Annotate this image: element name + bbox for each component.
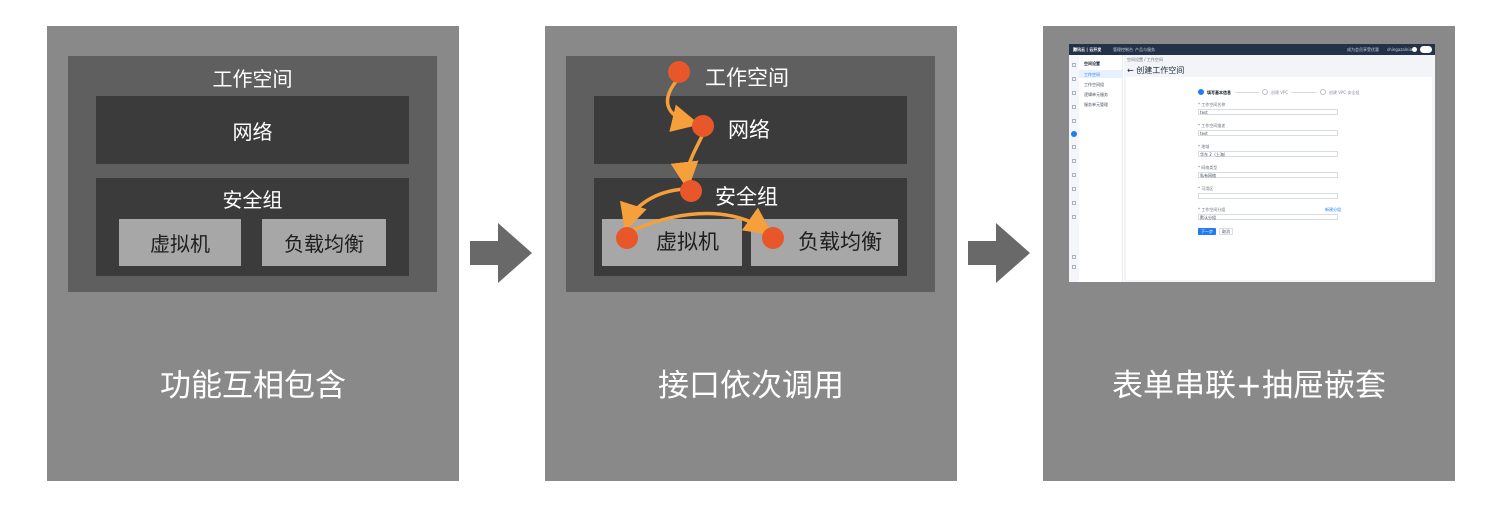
workspace-name-input[interactable] [1198, 109, 1338, 115]
step-1-label: 填写基本信息 [1207, 90, 1231, 95]
vm-box: 虚拟机 [119, 219, 241, 266]
workspace-group-select[interactable] [1198, 214, 1338, 220]
field-label-desc: * 工作空间描述 [1198, 123, 1226, 128]
network-box: 网络 [96, 96, 409, 164]
top-bar [1069, 44, 1435, 55]
security-group-label: 安全组 [715, 185, 778, 209]
flow-arrow [619, 187, 687, 232]
network-label: 网络 [728, 118, 770, 142]
workspace-label: 工作空间 [705, 66, 789, 90]
rail-icon[interactable] [1072, 187, 1076, 191]
field-label-region: * 地域 [1198, 144, 1210, 149]
rail-icon[interactable] [1072, 201, 1076, 205]
step-divider [1235, 92, 1259, 93]
step-2-icon [1262, 89, 1268, 95]
workspace-desc-value: test [1200, 131, 1208, 136]
top-promo-link[interactable]: 成为会员享受优惠 [1347, 47, 1379, 52]
panel-nested-features: 工作空间 网络 安全组 虚拟机 负载均衡 功能互相包含 [47, 26, 459, 481]
network-type-select[interactable] [1198, 172, 1338, 178]
step-2-label: 创建 VPC [1271, 90, 1289, 95]
network-type-value: 私有网络 [1200, 173, 1216, 178]
security-group-label: 安全组 [222, 187, 283, 212]
sub-sidebar: 空间设置 工作空间 工作空间组 逻辑单元服务 服务单元管理 [1079, 55, 1123, 282]
new-group-link[interactable]: 新建分组 [1325, 207, 1341, 212]
workspace-label: 工作空间 [212, 66, 293, 91]
rail-icon[interactable] [1072, 91, 1076, 95]
rail-icon[interactable] [1072, 105, 1076, 109]
nav-products[interactable]: 产品与服务 [1135, 47, 1155, 52]
flow-arrow [665, 76, 700, 132]
step-3-icon [1320, 89, 1326, 95]
create-workspace-screenshot: 腾讯云 | 云开发 管理控制台 产品与服务 成为会员享受优惠 shingazal… [1069, 44, 1435, 282]
rail-icon[interactable] [1072, 77, 1076, 81]
logo: 腾讯云 | 云开发 [1073, 47, 1102, 52]
breadcrumb[interactable]: 空间设置 / 工作空间 [1127, 57, 1163, 62]
orange-node-dot [692, 115, 714, 137]
sidebar-item-logic-unit[interactable]: 逻辑单元服务 [1084, 92, 1108, 97]
field-label-group: * 工作空间分组 [1198, 207, 1226, 212]
workspace-name-value: test [1200, 110, 1208, 115]
right-arrow-icon [968, 223, 1030, 283]
step-1-icon [1198, 89, 1204, 95]
flow-arrow [631, 207, 773, 236]
rail-icon[interactable] [1072, 159, 1076, 163]
rail-icon[interactable] [1072, 173, 1076, 177]
nav-console[interactable]: 管理控制台 [1113, 47, 1133, 52]
region-select[interactable] [1198, 151, 1338, 157]
workspace-group-value: 默认分组 [1200, 215, 1216, 220]
orange-node-dot [680, 180, 702, 202]
panel-caption: 接口依次调用 [658, 367, 844, 404]
field-label-zone: * 可用区 [1198, 186, 1214, 191]
avatar[interactable] [1420, 46, 1432, 53]
panel-sequential-calls: 工作空间 网络 安全组 虚拟机 负载均衡 接口依次调用 [545, 26, 957, 481]
right-arrow-icon [470, 223, 532, 283]
rail-icon[interactable] [1072, 119, 1076, 123]
load-balancer-box: 负载均衡 [262, 219, 386, 266]
next-button-label: 下一步 [1201, 229, 1213, 234]
form-card [1126, 77, 1432, 280]
sidebar-title: 空间设置 [1084, 61, 1100, 66]
sidebar-item-active-bg [1079, 70, 1122, 78]
page-title: ← 创建工作空间 [1127, 66, 1185, 75]
rail-icon[interactable] [1072, 145, 1076, 149]
rail-icon[interactable] [1072, 265, 1076, 269]
field-label-network-type: * 网络类型 [1198, 165, 1218, 170]
sidebar-item-workspace[interactable]: 工作空间 [1084, 72, 1100, 77]
panel-caption: 表单串联+抽屉嵌套 [1112, 367, 1386, 404]
workspace-desc-input[interactable] [1198, 130, 1338, 136]
next-button[interactable]: 下一步 [1198, 228, 1216, 235]
load-balancer-label: 负载均衡 [798, 230, 882, 254]
network-box [594, 96, 907, 164]
top-username[interactable]: shingazalnia [1387, 47, 1413, 52]
sidebar-item-service-unit[interactable]: 服务单元管理 [1084, 102, 1108, 107]
cancel-button-label: 取消 [1222, 229, 1230, 234]
rail-icon[interactable] [1072, 215, 1076, 219]
orange-node-dot [762, 227, 784, 249]
panel-caption: 功能互相包含 [160, 367, 346, 404]
call-flow-diagram [616, 61, 784, 249]
flow-arrow [670, 132, 705, 190]
step-divider [1291, 92, 1317, 93]
region-value: 华东 2（上海） [1200, 152, 1228, 157]
rail-icon[interactable] [1072, 255, 1076, 259]
icon-rail [1069, 55, 1079, 282]
field-label-name: * 工作空间名称 [1198, 102, 1226, 107]
zone-select[interactable] [1198, 193, 1338, 199]
rail-icon[interactable] [1072, 63, 1076, 67]
help-icon[interactable] [1412, 47, 1417, 52]
orange-node-dot [616, 227, 638, 249]
vm-label: 虚拟机 [656, 230, 719, 254]
cancel-button[interactable]: 取消 [1219, 228, 1233, 235]
rail-icon-active[interactable] [1071, 131, 1077, 137]
orange-node-dot [668, 61, 690, 83]
sidebar-item-workspace-group[interactable]: 工作空间组 [1084, 82, 1104, 87]
step-3-label: 创建 VPC 安全组 [1329, 90, 1360, 95]
